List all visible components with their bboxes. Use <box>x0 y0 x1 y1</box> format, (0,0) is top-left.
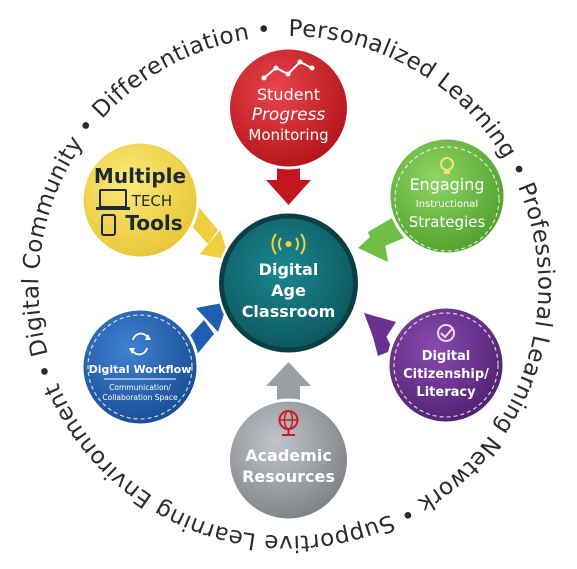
engaging-line2: Instructional <box>416 199 478 210</box>
refresh-icon <box>129 332 151 356</box>
arrow-citizenship <box>364 313 396 356</box>
tablet-icon <box>101 214 116 236</box>
multiple-tech-line1: Multiple <box>94 164 186 188</box>
workflow-line3: Collaboration Space <box>102 393 178 402</box>
citizenship-line2: Citizenship/ <box>403 367 489 382</box>
laptop-icon <box>96 189 130 210</box>
wireless-signal-icon <box>271 233 306 255</box>
node-multiple-tech: Multiple TECH Tools <box>80 140 200 260</box>
center-line1: Digital <box>259 260 319 279</box>
ring-segment-differentiation: Differentiation <box>88 19 252 123</box>
engaging-line3: Strategies <box>409 213 486 231</box>
citizenship-line3: Literacy <box>416 385 476 400</box>
node-engaging: Engaging Instructional Strategies <box>387 136 507 256</box>
node-workflow: Digital Workflow Communication/ Collabor… <box>80 307 200 427</box>
student-progress-line3: Monitoring <box>248 126 328 144</box>
globe-icon <box>278 410 299 436</box>
lightbulb-icon <box>440 157 454 174</box>
arrow-engaging <box>358 218 404 262</box>
academic-line2: Resources <box>242 467 335 486</box>
student-progress-line1: Student <box>257 85 320 104</box>
engaging-line1: Engaging <box>409 175 484 194</box>
academic-line1: Academic <box>245 446 332 465</box>
node-academic: Academic Resources <box>227 398 350 522</box>
checkmark-icon <box>437 324 455 342</box>
multiple-tech-line2: TECH <box>131 192 172 210</box>
multiple-tech-line3: Tools <box>125 211 182 235</box>
node-student-progress: Student Progress Monitoring <box>227 46 350 170</box>
node-center: Digital Age Classroom <box>216 211 361 355</box>
workflow-line2: Communication/ <box>109 383 171 392</box>
center-line2: Age <box>271 281 306 300</box>
center-line3: Classroom <box>242 302 336 321</box>
workflow-line1: Digital Workflow <box>89 363 192 376</box>
ring-segment-community: Digital Community <box>18 131 88 359</box>
node-citizenship: Digital Citizenship/ Literacy <box>386 305 506 425</box>
citizenship-line1: Digital <box>422 349 470 364</box>
student-progress-line2: Progress <box>252 105 326 125</box>
